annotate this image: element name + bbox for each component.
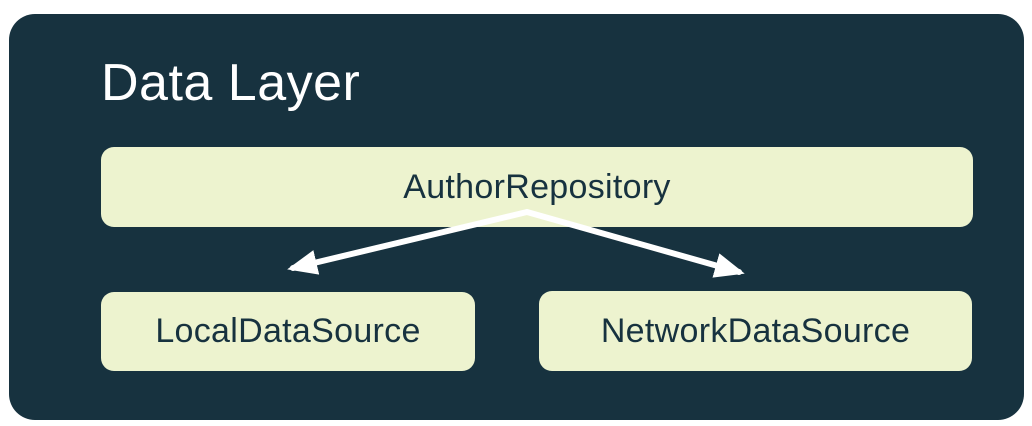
node-author-repository: AuthorRepository <box>101 147 973 227</box>
node-network-data-source-label: NetworkDataSource <box>600 311 911 350</box>
node-local-data-source-label: LocalDataSource <box>155 312 421 350</box>
node-author-repository-label: AuthorRepository <box>403 167 671 206</box>
data-layer-container: Data Layer AuthorRepository LocalDataSou… <box>9 14 1024 420</box>
node-network-data-source: NetworkDataSource <box>539 291 972 371</box>
node-local-data-source: LocalDataSource <box>101 292 475 371</box>
diagram-title: Data Layer <box>101 54 361 112</box>
